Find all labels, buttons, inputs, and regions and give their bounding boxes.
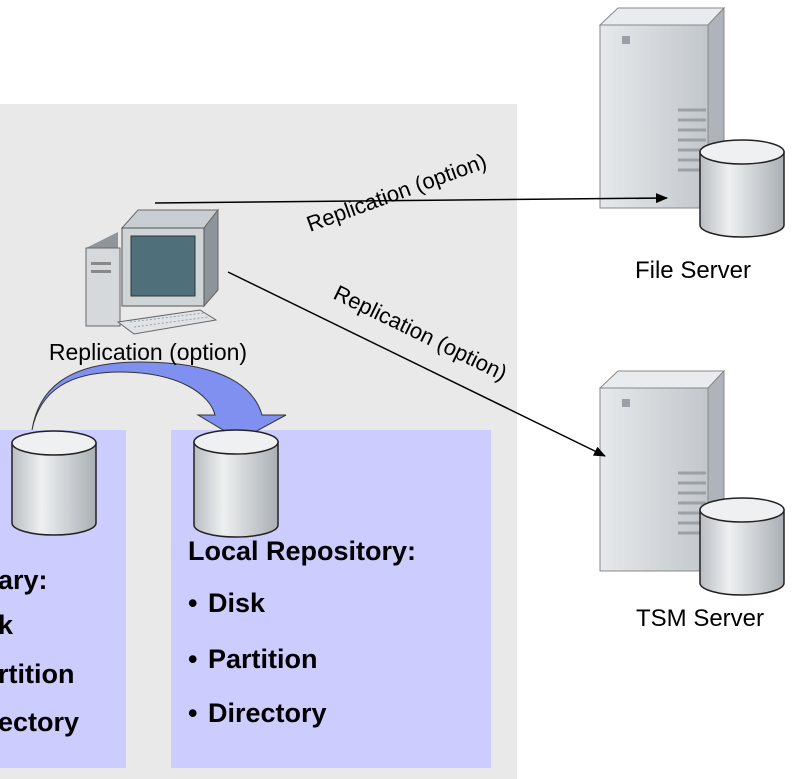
local-repo-item: Directory xyxy=(208,698,327,728)
local-disk-icon xyxy=(193,429,279,538)
local-repo-bullet: • xyxy=(188,698,197,728)
curved-replication-arrow xyxy=(31,361,287,441)
arrow-to-tsm-server xyxy=(227,271,606,457)
primary-repo-item: k xyxy=(0,610,14,640)
primary-repo-title: ary: xyxy=(0,565,48,595)
primary-disk-icon xyxy=(11,430,97,536)
local-repo-item: Partition xyxy=(208,644,318,674)
file-server-icon xyxy=(598,6,785,238)
local-repo-item: Disk xyxy=(208,588,266,618)
primary-repo-item: rtition xyxy=(0,659,74,689)
arrow-to-file-server xyxy=(154,193,668,204)
local-repo-bullet: • xyxy=(188,588,197,618)
tsm-server-label: TSM Server xyxy=(636,605,764,632)
pc-replication-label: Replication (option) xyxy=(49,339,247,365)
desktop-computer-icon xyxy=(85,208,220,335)
primary-repo-item: ectory xyxy=(0,707,79,737)
local-repo-bullet: • xyxy=(188,644,197,674)
file-server-label: File Server xyxy=(635,257,751,284)
local-repo-title: Local Repository: xyxy=(188,536,416,566)
tsm-server-icon xyxy=(598,369,785,596)
